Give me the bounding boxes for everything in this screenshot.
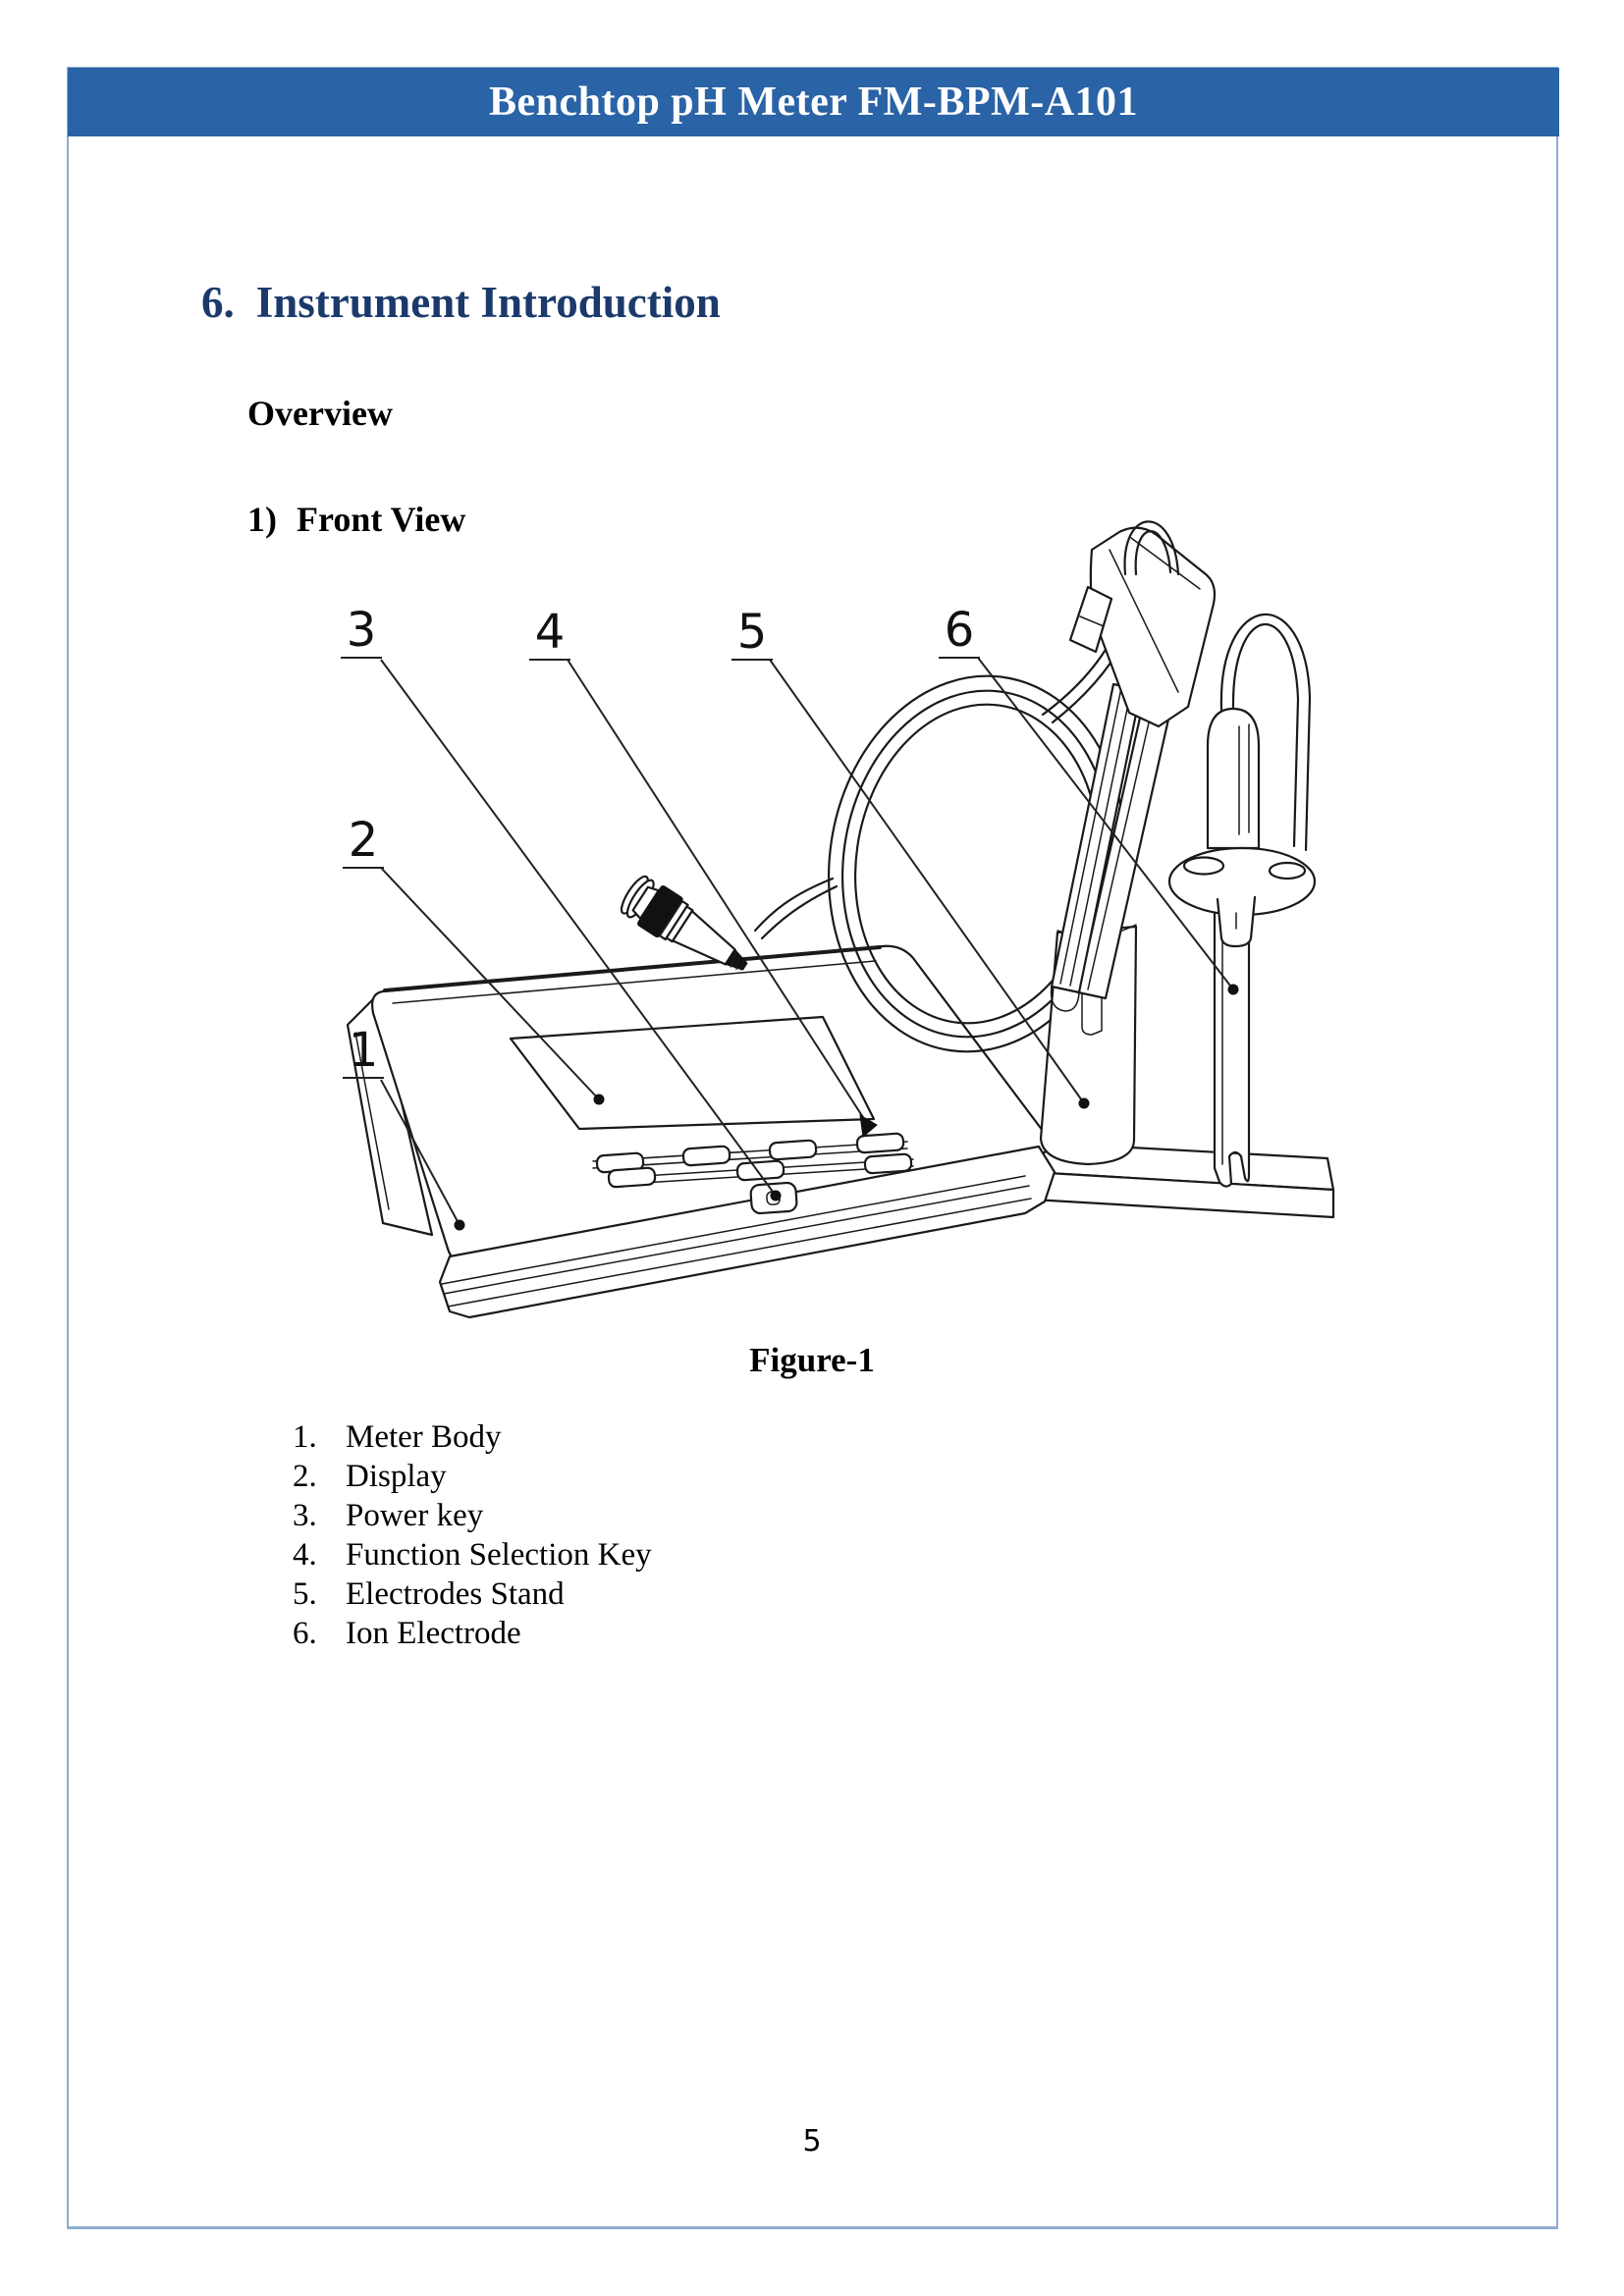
list-item: 6. Ion Electrode	[293, 1616, 521, 1651]
front-view-title: Front View	[297, 500, 466, 539]
page-border: Benchtop pH Meter FM-BPM-A101	[67, 67, 1559, 2229]
callout-3: 3	[347, 603, 377, 658]
electrode-stand	[1039, 520, 1312, 1166]
callout-6: 6	[945, 603, 975, 658]
list-item: 1. Meter Body	[293, 1419, 502, 1455]
overview-heading: Overview	[247, 394, 393, 433]
page-number: 5	[802, 2124, 822, 2159]
section-title: Instrument Introduction	[255, 278, 721, 327]
callout-5: 5	[737, 605, 768, 660]
callout-lines	[380, 657, 1239, 1231]
callout-numbers: 3 4 5 6 2 1	[341, 603, 980, 1079]
callout-1: 1	[349, 1023, 379, 1078]
ion-electrode	[1167, 707, 1317, 1188]
figure-drawing: 3 4 5 6 2 1	[295, 324, 1394, 1335]
cable-to-connector	[753, 877, 835, 933]
ph-meter-line-drawing: 3 4 5 6 2 1	[341, 520, 1335, 1319]
list-item: 4. Function Selection Key	[293, 1537, 652, 1573]
list-item: 2. Display	[293, 1459, 447, 1494]
callout-4: 4	[535, 605, 566, 660]
front-view-number: 1)	[247, 500, 277, 539]
kickstand-bracket	[346, 993, 434, 1237]
callout-2: 2	[349, 813, 379, 868]
parts-list: 1. Meter Body 2. Display 3. Power key 4.…	[293, 1419, 652, 1655]
bnc-connector	[620, 875, 748, 971]
section-number: 6.	[201, 278, 235, 327]
front-view-heading: 1) Front View	[247, 499, 465, 540]
section-heading: 6. Instrument Introduction	[201, 277, 721, 328]
meter-body	[371, 944, 1056, 1319]
list-item: 3. Power key	[293, 1498, 484, 1533]
list-item: 5. Electrodes Stand	[293, 1576, 565, 1612]
document-header: Benchtop pH Meter FM-BPM-A101	[68, 68, 1559, 136]
document-title: Benchtop pH Meter FM-BPM-A101	[488, 80, 1139, 125]
figure-caption: Figure-1	[749, 1341, 875, 1379]
function-keys	[592, 1132, 914, 1189]
